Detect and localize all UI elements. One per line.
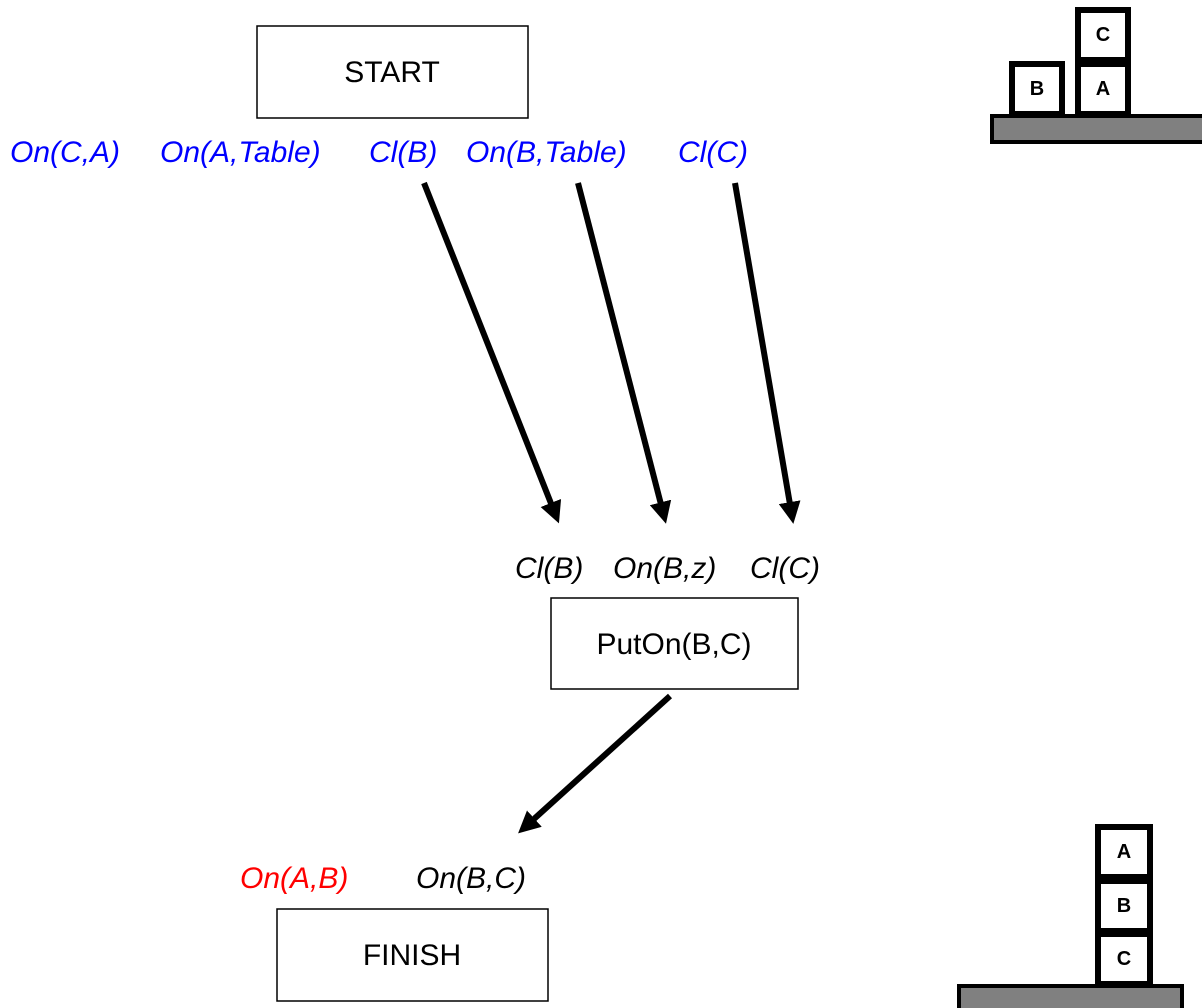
block: A <box>1095 824 1153 880</box>
initial-state: B A C <box>990 7 1202 144</box>
causal-link-arrow <box>732 182 801 524</box>
svg-text:A: A <box>1096 78 1110 100</box>
action-precondition: Cl(C) <box>750 552 820 585</box>
start-label: START <box>344 56 440 89</box>
svg-text:C: C <box>1096 24 1110 46</box>
table <box>957 984 1184 1008</box>
block: C <box>1095 931 1153 987</box>
start-effect: On(A,Table) <box>160 136 321 169</box>
action-label: PutOn(B,C) <box>596 628 751 661</box>
finish-node: FINISH <box>276 908 549 1002</box>
goal-state: A B C <box>957 824 1184 1008</box>
block: B <box>1009 61 1065 117</box>
svg-text:C: C <box>1117 948 1131 970</box>
action-precondition: On(B,z) <box>613 552 716 585</box>
svg-text:B: B <box>1030 78 1044 100</box>
finish-satisfied-condition: On(B,C) <box>416 862 526 895</box>
svg-text:A: A <box>1117 841 1131 863</box>
start-effect: Cl(B) <box>369 136 437 169</box>
action-node: PutOn(B,C) <box>550 597 799 690</box>
finish-open-condition: On(A,B) <box>240 862 348 895</box>
start-effects: On(C,A) On(A,Table) Cl(B) On(B,Table) Cl… <box>10 136 748 169</box>
action-preconditions: Cl(B) On(B,z) Cl(C) <box>515 552 820 585</box>
block: C <box>1075 7 1131 63</box>
table <box>990 114 1202 144</box>
start-effect: On(B,Table) <box>466 136 627 169</box>
action-precondition: Cl(B) <box>515 552 583 585</box>
start-node: START <box>256 25 529 119</box>
start-effect: On(C,A) <box>10 136 120 169</box>
block: B <box>1095 878 1153 934</box>
svg-text:B: B <box>1117 895 1131 917</box>
start-effect: Cl(C) <box>678 136 748 169</box>
causal-link-arrow <box>518 693 673 834</box>
block: A <box>1075 61 1131 117</box>
causal-link-arrow <box>421 181 562 524</box>
causal-link-arrow <box>575 182 672 524</box>
finish-label: FINISH <box>363 939 461 972</box>
